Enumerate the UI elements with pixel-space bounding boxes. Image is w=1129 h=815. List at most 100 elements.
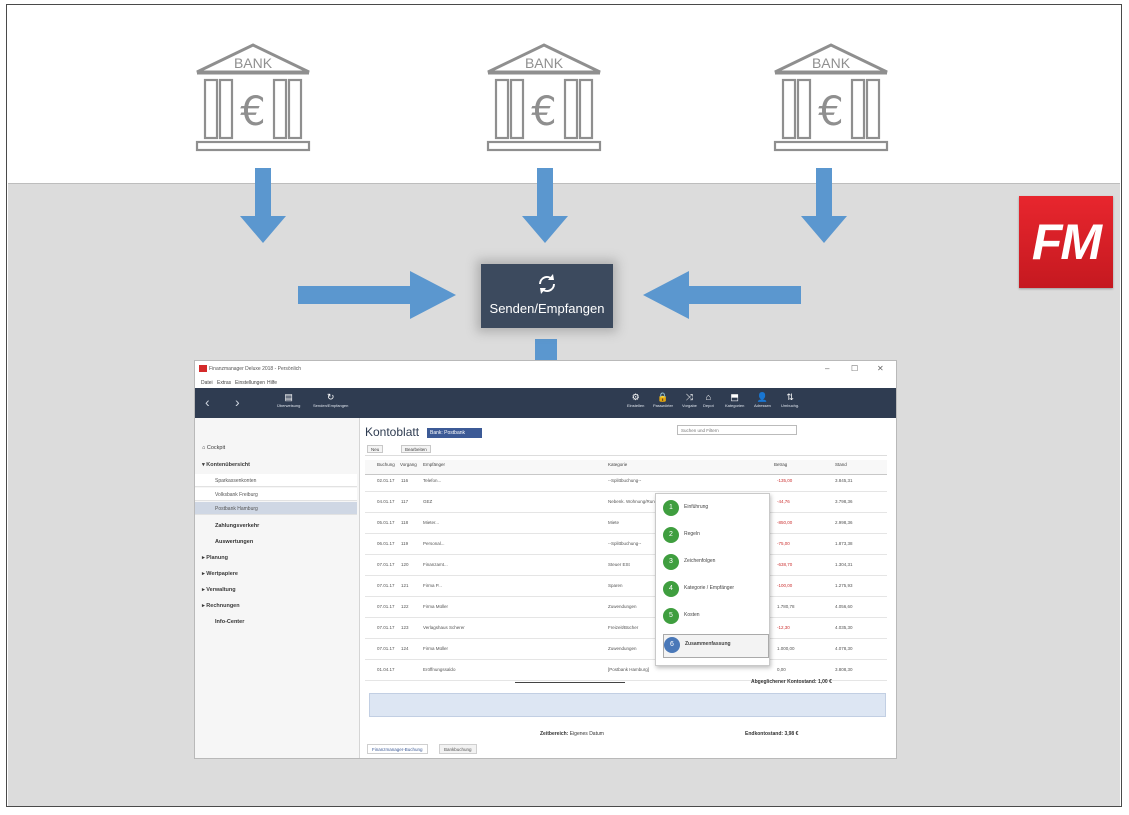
period-value[interactable]: Eigenes Datum (569, 731, 604, 737)
cell-nr: 122 (401, 604, 409, 609)
menu-datei[interactable]: Datei (201, 380, 213, 386)
cell-date: 07.01.17 (377, 625, 395, 630)
ribbon-umbuchung[interactable]: ⇅Umbuchg. (781, 392, 799, 408)
bank-label: BANK (812, 55, 851, 71)
cell-category: --Splittbuchung-- (608, 541, 642, 546)
new-button[interactable]: Neu (367, 445, 384, 453)
col-kategorie[interactable]: Kategorie (608, 462, 628, 467)
arrow-right (298, 269, 458, 321)
cell-nr: 120 (401, 562, 409, 567)
cell-recipient: Telefon... (423, 478, 442, 483)
ribbon-send-receive[interactable]: ↻Senden/Empfangen (313, 392, 348, 408)
ribbon-passwords[interactable]: 🔒Passwörter (653, 392, 673, 408)
gear-icon: ⚙ (631, 392, 640, 402)
sidebar-account-postbank[interactable]: Postbank Hamburg (195, 502, 357, 515)
col-vorgang[interactable]: Vorgang (400, 462, 417, 467)
step-badge: 4 (663, 581, 679, 597)
end-balance-value: 3,98 € (784, 731, 799, 737)
search-input[interactable]: Suchen und Filtern (677, 425, 797, 435)
ribbon-passwords-label: Passwörter (653, 403, 674, 408)
sidebar-item-cockpit[interactable]: ⌂ Cockpit (202, 445, 226, 451)
ribbon-transfer[interactable]: ▤Überweisung (277, 392, 300, 408)
finance-app-window: Finanzmanager Deluxe 2018 - Persönlich –… (194, 360, 897, 759)
rechnungen-label: Rechnungen (206, 603, 240, 609)
forward-icon[interactable]: › (235, 394, 240, 410)
cockpit-label: Cockpit (206, 445, 226, 451)
wertpapiere-label: Wertpapiere (206, 571, 238, 577)
cell-category: Sparen (608, 583, 623, 588)
menu-bar: Datei Extras Einstellungen Hilfe (195, 378, 896, 388)
menu-hilfe[interactable]: Hilfe (267, 380, 278, 386)
sidebar-item-wertpapiere[interactable]: ▸ Wertpapiere (202, 571, 238, 577)
col-empfaenger[interactable]: Empfänger (423, 462, 446, 467)
menu-einstellungen[interactable]: Einstellungen (235, 380, 266, 386)
cell-date: 02.01.17 (377, 478, 395, 483)
sidebar-item-planung[interactable]: ▸ Planung (202, 555, 228, 561)
tab-bankbuchung[interactable]: Bankbuchung (439, 744, 477, 754)
ribbon-transfer-label: Überweisung (277, 403, 301, 408)
col-buchung[interactable]: Buchung (377, 462, 395, 467)
ribbon-settings[interactable]: ⚙Einstellen (627, 392, 644, 408)
send-receive-button[interactable]: Senden/Empfangen (481, 264, 613, 328)
ribbon-depot-label: Depot (703, 403, 714, 408)
sidebar-account-sparkasse[interactable]: Sparkassenkonten (195, 474, 357, 487)
close-icon[interactable]: ✕ (877, 364, 884, 373)
sidebar-item-rechnungen[interactable]: ▸ Rechnungen (202, 603, 240, 609)
ribbon-addresses[interactable]: 👤Adressen (754, 392, 771, 408)
sync-icon (538, 274, 556, 294)
ribbon-depot[interactable]: ⌂Depot (703, 392, 714, 408)
cell-category: Zuwendungen (608, 646, 637, 651)
cell-nr: 118 (401, 520, 409, 525)
account-badge[interactable]: Bank: Postbank (427, 428, 482, 438)
step-label: Kosten (684, 612, 700, 618)
tab-finanzmanager-buchung[interactable]: Finanzmanager-Buchung (367, 744, 428, 754)
ribbon-categories[interactable]: ⬒Kategorien (725, 392, 744, 408)
ribbon-vorgabe[interactable]: ⤨Vorgabe (682, 392, 697, 408)
edit-button[interactable]: Bearbeiten (401, 445, 431, 453)
sidebar-item-verwaltung[interactable]: ▸ Verwaltung (202, 587, 236, 593)
sidebar-item-auswertungen[interactable]: Auswertungen (215, 539, 254, 545)
menu-extras[interactable]: Extras (217, 380, 232, 386)
splitter-handle[interactable] (515, 682, 625, 683)
cell-nr: 121 (401, 583, 409, 588)
minimize-icon[interactable]: – (825, 364, 830, 373)
tag-icon: ⬒ (730, 392, 739, 402)
cell-amount: 0,00 (777, 667, 786, 672)
cell-category: Nebenk. Wohnung/Rundfunkgeb. (608, 499, 675, 504)
cell-balance: 3.845,31 (835, 478, 853, 483)
sidebar-item-info-center[interactable]: Info-Center (215, 619, 245, 625)
sidebar-item-kontenuebersicht[interactable]: ▾ Kontenübersicht (202, 462, 250, 468)
maximize-icon[interactable]: ☐ (851, 364, 859, 373)
cell-recipient: Verlagshaus Scherer (423, 625, 465, 630)
sidebar-account-volksbank[interactable]: Volksbank Freiburg (195, 488, 357, 501)
step-label: Zusammenfassung (685, 641, 731, 647)
sidebar-item-zahlungsverkehr[interactable]: Zahlungsverkehr (215, 523, 260, 529)
step-label: Einführung (684, 504, 709, 510)
col-betrag[interactable]: Betrag (774, 462, 788, 467)
cell-amount: 1.000,00 (777, 646, 795, 651)
period-label: Zeitbereich: (540, 731, 569, 737)
cell-date: 07.01.17 (377, 583, 395, 588)
reconciled-value: 1,00 € (817, 679, 832, 685)
col-stand[interactable]: Stand (835, 462, 847, 467)
cell-recipient: Finanzamt... (423, 562, 448, 567)
cell-balance: 1.873,38 (835, 541, 853, 546)
back-icon[interactable]: ‹ (205, 394, 210, 410)
